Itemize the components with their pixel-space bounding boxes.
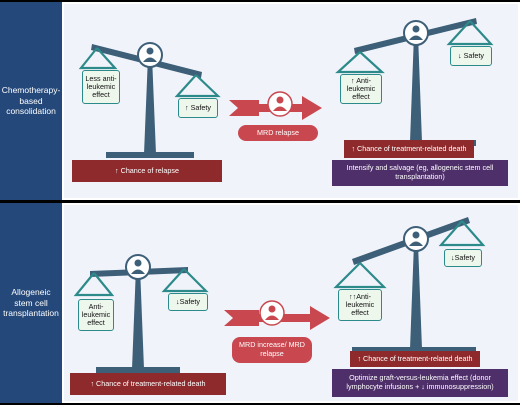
panel-content: Anti-leukemic effect ↓Safety ↑ Chance of…	[64, 205, 518, 401]
outcome-bar: ↑ Chance of treatment-related death	[350, 351, 480, 367]
panel-label: Allogeneic stem cell transplantation	[3, 287, 59, 319]
action-bar: Optimize graft-versus-leukemia effect (d…	[332, 369, 508, 397]
outcome-bar: ↑ Chance of relapse	[72, 160, 222, 182]
patient-icon	[259, 300, 285, 326]
action-bar: Intensify and salvage (eg, allogeneic st…	[332, 160, 508, 186]
right-pan-label: ↓Safety	[444, 249, 482, 267]
right-pan-label: ↓Safety	[168, 293, 208, 311]
patient-icon	[267, 91, 293, 117]
outcome-bar: ↑ Chance of treatment-related death	[70, 373, 226, 395]
person-icon	[403, 20, 429, 46]
panel-chemotherapy: Chemotherapy-based consolidation	[0, 2, 520, 200]
right-pan-label: ↓ Safety	[450, 46, 492, 66]
person-icon	[403, 226, 429, 252]
panel-allogeneic-sct: Allogeneic stem cell transplantation	[0, 203, 520, 403]
transition-label: MRD increase/ MRD relapse	[232, 337, 312, 363]
outcome-bar: ↑ Chance of treatment-related death	[344, 140, 474, 158]
scene-graphics	[73, 217, 486, 373]
transition-label: MRD relapse	[238, 125, 318, 141]
person-icon	[137, 42, 163, 68]
person-icon	[125, 254, 151, 280]
panel-sidebar	[0, 203, 62, 403]
panel-content: Less anti-leukemic effect ↑ Safety ↑ Cha…	[64, 4, 518, 198]
left-pan-label: Less anti-leukemic effect	[82, 70, 120, 104]
left-pan-label: Anti-leukemic effect	[78, 299, 114, 331]
left-pan-label: ↑↑Anti-leukemic effect	[338, 289, 382, 321]
panel-sidebar	[0, 2, 62, 200]
left-pan-label: ↑ Anti-leukemic effect	[340, 74, 382, 104]
right-pan-label: ↑ Safety	[178, 98, 218, 118]
scene-graphics	[78, 18, 494, 158]
panel-label: Chemotherapy-based consolidation	[1, 85, 61, 117]
